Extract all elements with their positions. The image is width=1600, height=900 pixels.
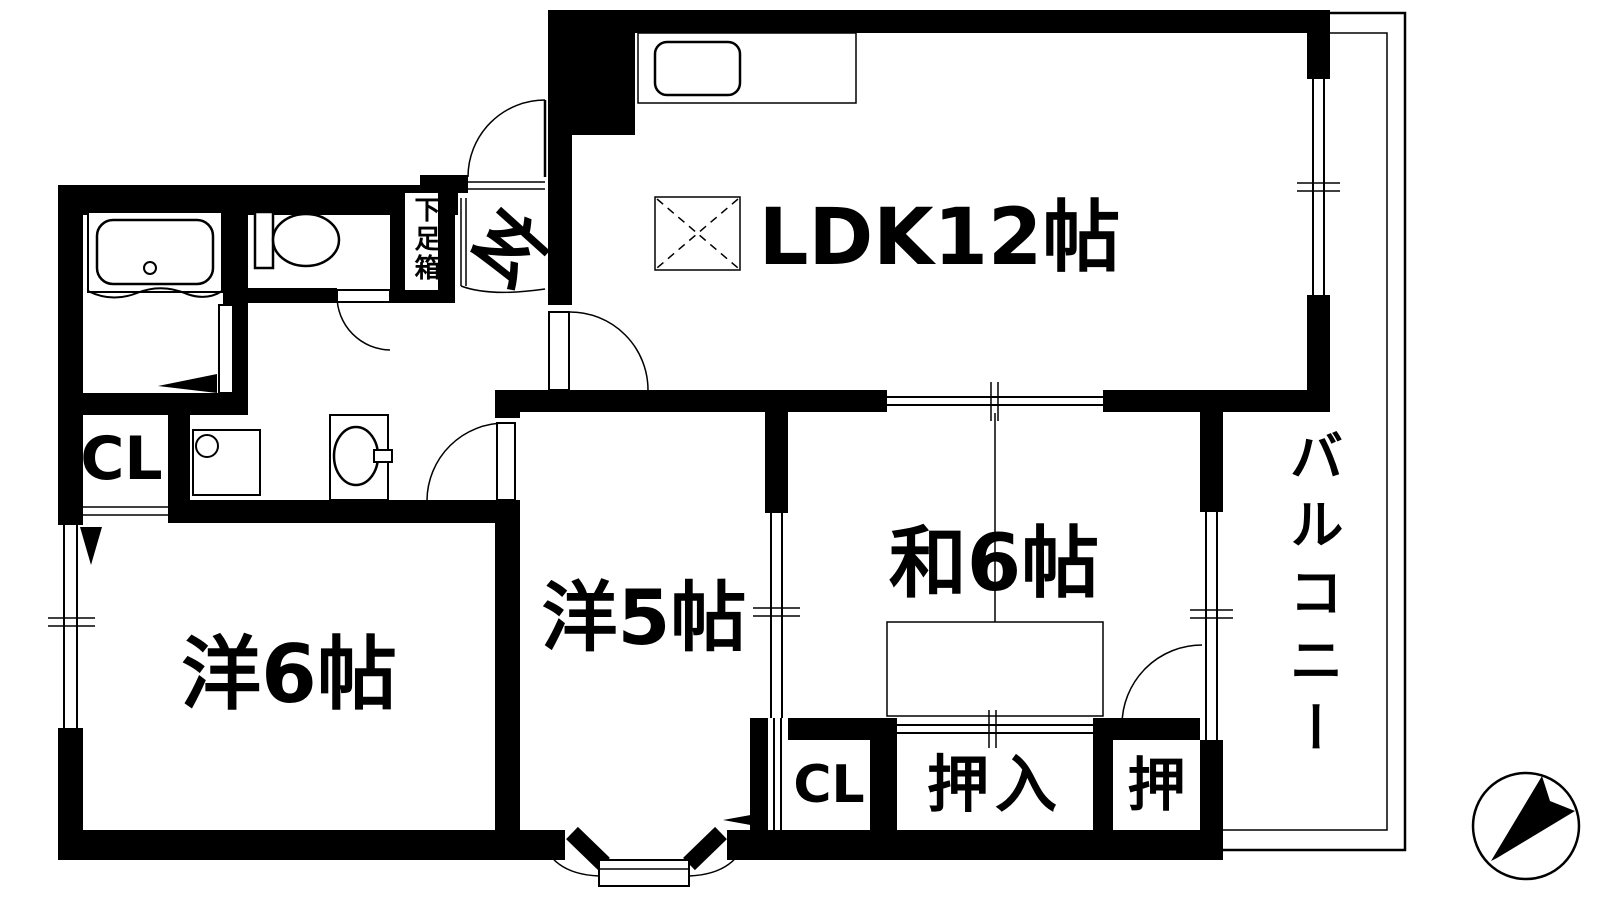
balcony-door-swing-arc <box>1121 644 1203 726</box>
entrance-step-lines <box>460 198 546 294</box>
window-japanese-room-balcony <box>1121 512 1233 740</box>
compass-icon <box>1471 771 1581 881</box>
room-label-japanese-6: 和6帖 <box>888 519 1100 609</box>
toilet-door <box>336 289 391 351</box>
western5-slide-arrow-icon <box>723 812 767 828</box>
hatch-symbol-icon <box>654 196 741 271</box>
bathroom-slide-arrow-icon <box>158 374 217 393</box>
sliding-door-oshiire <box>897 710 1093 748</box>
window-west-bedroom <box>48 525 95 728</box>
toilet-icon <box>253 210 341 270</box>
western5-door <box>426 422 516 501</box>
closet-opening <box>82 506 168 516</box>
balcony-outline <box>1223 11 1407 852</box>
label-closet-bedroom: CL <box>793 755 865 815</box>
closet-slide-arrow-icon <box>80 527 102 565</box>
window-ldk-balcony <box>1297 79 1340 295</box>
front-door <box>467 99 547 178</box>
bay-window <box>539 826 749 887</box>
doors <box>218 99 649 501</box>
windows-and-sliding-doors <box>48 79 1340 830</box>
slide-arrows <box>80 374 767 828</box>
washer-pan-icon <box>192 429 261 496</box>
kitchen-counter-icon <box>637 32 857 104</box>
tatami-lines <box>886 413 1104 717</box>
front-door-threshold <box>468 177 545 195</box>
label-shoe-box: 下足箱 <box>410 196 440 283</box>
shoe-box-label-plate <box>405 193 438 290</box>
label-balcony: バルコニー <box>1280 428 1343 768</box>
room-label-ldk: LDK12帖 <box>758 193 1121 283</box>
label-oshiire: 押入 <box>926 748 1063 821</box>
label-closet-hallway: CL <box>80 423 163 494</box>
label-oshi: 押 <box>1127 751 1186 819</box>
sliding-door-japanese-west <box>753 513 800 718</box>
room-label-western-5: 洋5帖 <box>541 573 747 662</box>
bathroom-sliding-door <box>218 304 234 394</box>
sliding-panel-closet <box>768 718 788 830</box>
sliding-door-ldk-japanese <box>887 382 1103 421</box>
bathtub-icon <box>87 211 223 299</box>
room-label-western-6: 洋6帖 <box>181 628 397 721</box>
washbasin-icon <box>329 414 393 501</box>
north-arrow-icon <box>1491 776 1575 861</box>
ldk-door <box>548 311 649 391</box>
fixtures <box>87 32 857 501</box>
